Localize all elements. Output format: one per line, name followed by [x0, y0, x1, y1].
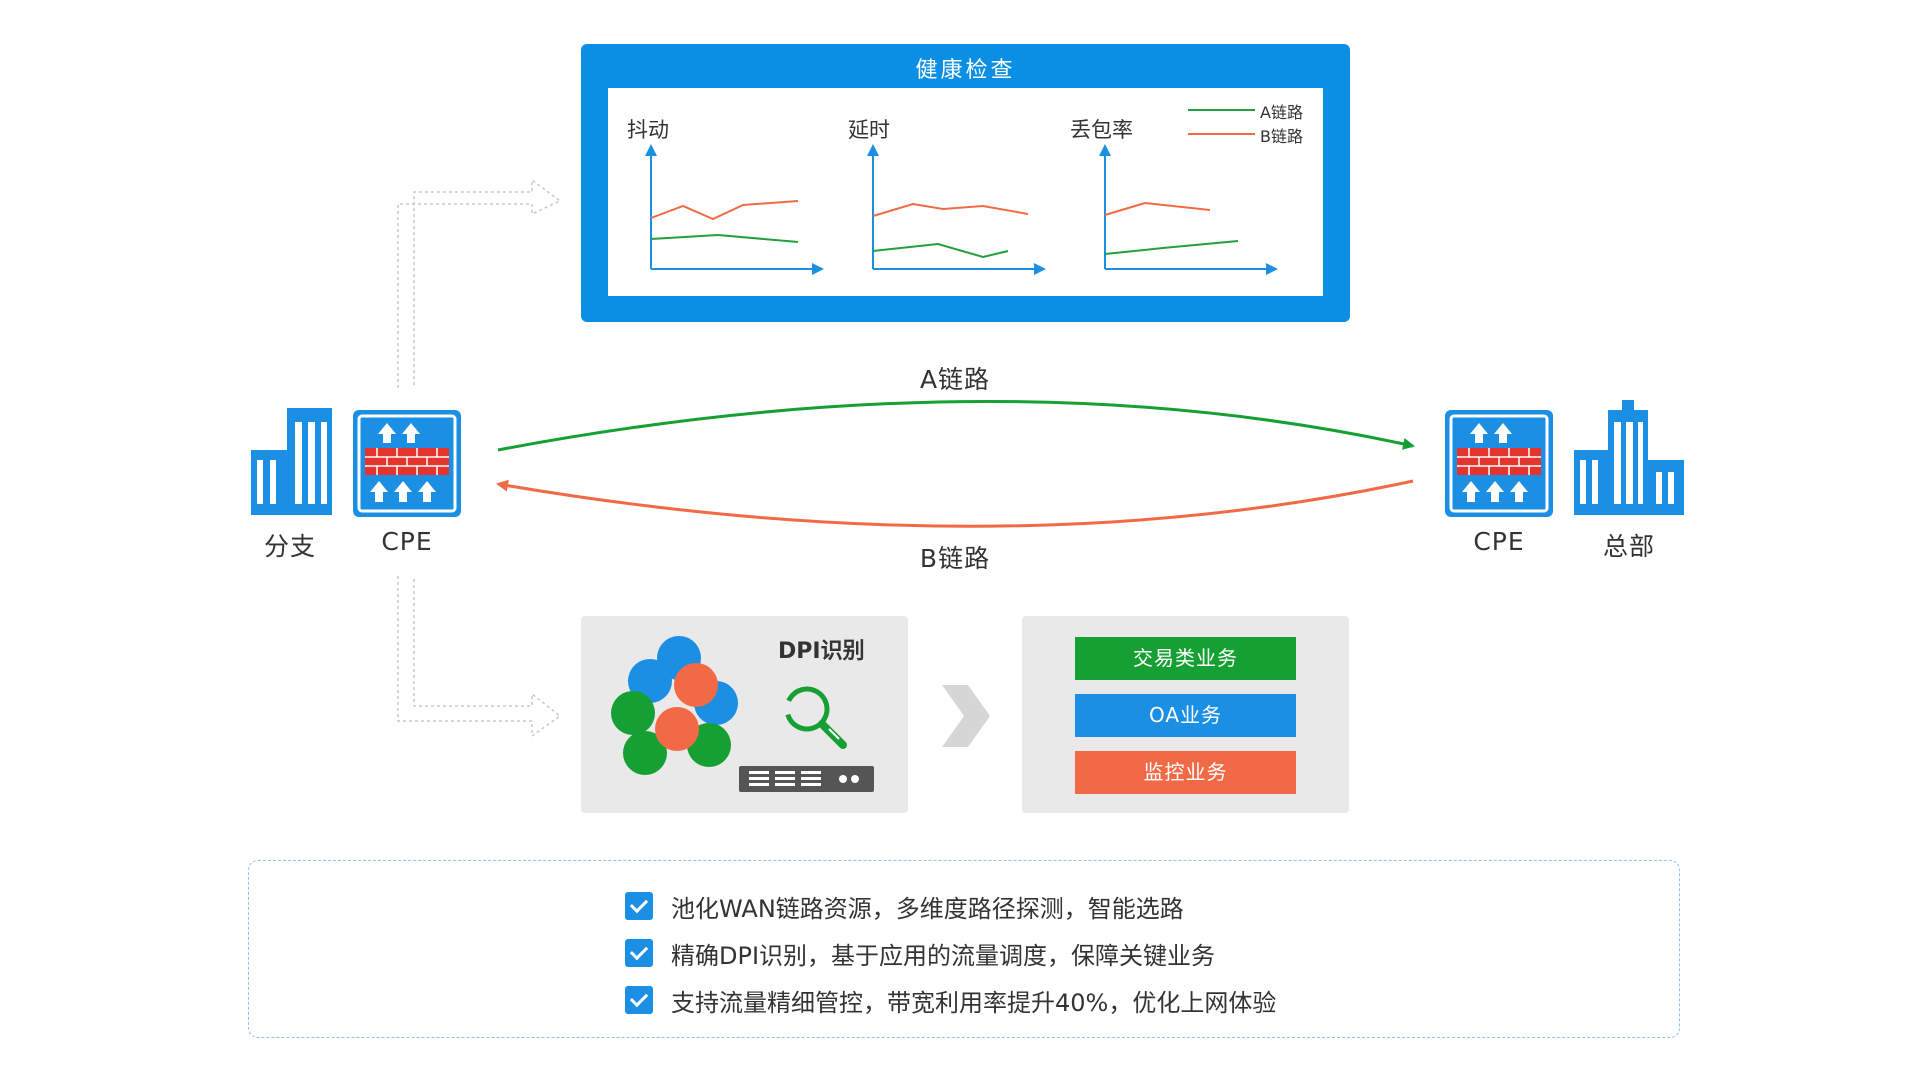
hq-label: 总部	[1602, 532, 1655, 561]
feature-item: 精确DPI识别，基于应用的流量调度，保障关键业务	[625, 938, 1216, 970]
health-check-charts: 抖动 延时 丢包率 A链路 B链路	[608, 88, 1323, 296]
chart-title-latency: 延时	[848, 118, 890, 142]
hq-building-icon	[1574, 400, 1684, 515]
branch-label: 分支	[263, 532, 316, 561]
mini-charts-graphic	[645, 109, 1278, 275]
traffic-circles-icon	[611, 636, 738, 775]
branch-building-icon	[251, 408, 332, 515]
health-check-title: 健康检查	[915, 58, 1016, 83]
connector-to-health	[397, 178, 562, 388]
feature-text: 支持流量精细管控，带宽利用率提升40%，优化上网体验	[671, 988, 1277, 1017]
jitter-chart	[645, 144, 824, 275]
magnifier-icon	[784, 686, 847, 749]
packet-loss-chart	[1099, 144, 1278, 275]
checkbox-checked-icon	[625, 892, 653, 920]
feature-text: 池化WAN链路资源，多维度路径探测，智能选路	[671, 894, 1184, 923]
service-oa: OA业务	[1075, 694, 1296, 737]
service-trading: 交易类业务	[1075, 637, 1296, 680]
service-monitoring: 监控业务	[1075, 751, 1296, 794]
link-b-arrow	[496, 479, 1414, 528]
cpe-right-label: CPE	[1473, 527, 1525, 556]
checkbox-checked-icon	[625, 986, 653, 1014]
feature-item: 支持流量精细管控，带宽利用率提升40%，优化上网体验	[625, 985, 1277, 1017]
legend-label-b: B链路	[1260, 127, 1303, 146]
cpe-left-label: CPE	[381, 527, 433, 556]
link-a-label: A链路	[919, 365, 991, 394]
feature-text: 精确DPI识别，基于应用的流量调度，保障关键业务	[671, 941, 1216, 970]
latency-chart	[867, 144, 1046, 275]
chart-title-jitter: 抖动	[627, 118, 669, 142]
dpi-graphic	[611, 636, 874, 792]
feature-list-box: 池化WAN链路资源，多维度路径探测，智能选路 精确DPI识别，基于应用的流量调度…	[248, 860, 1680, 1038]
dpi-panel: DPI识别	[581, 616, 908, 813]
checkbox-checked-icon	[625, 939, 653, 967]
link-a-arrow	[497, 399, 1415, 452]
link-b-label: B链路	[919, 544, 991, 573]
chart-title-packet-loss: 丢包率	[1070, 118, 1133, 142]
legend-label-a: A链路	[1260, 103, 1303, 122]
cpe-left-icon	[353, 410, 461, 517]
feature-item: 池化WAN链路资源，多维度路径探测，智能选路	[625, 891, 1184, 923]
cpe-right-icon	[1445, 410, 1553, 517]
chevron-right-icon	[942, 685, 990, 747]
services-panel: 交易类业务 OA业务 监控业务	[1022, 616, 1349, 813]
health-check-panel: 健康检查	[581, 44, 1350, 322]
connector-to-dpi	[397, 576, 562, 738]
dpi-title: DPI识别	[778, 639, 865, 664]
server-icon	[739, 766, 874, 792]
